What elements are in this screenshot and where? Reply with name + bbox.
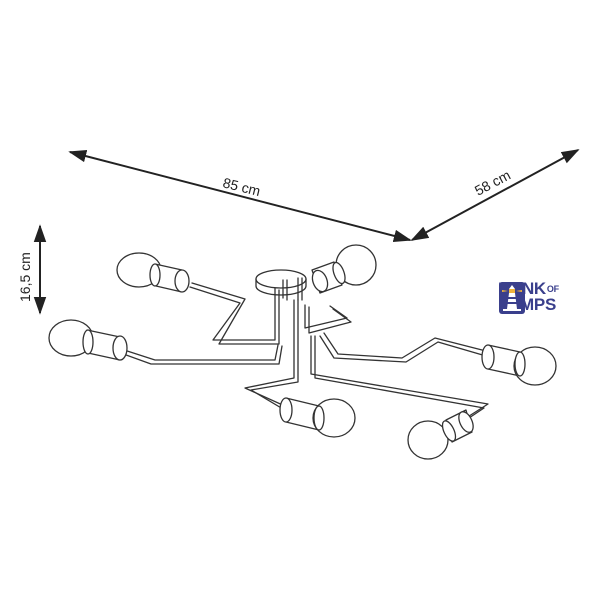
bulb-top-left [116, 252, 190, 293]
bulb-top-center [311, 244, 377, 294]
ceiling-canopy [255, 269, 307, 301]
bank-of-lamps-logo: BANKOF LAMPS [498, 280, 559, 314]
logo-of-text: OF [546, 284, 559, 294]
bulb-left [48, 319, 128, 361]
depth-dimension-line [410, 149, 580, 241]
depth-label: 58 cm [472, 167, 513, 199]
lamp-arms [117, 282, 489, 423]
width-dimension-line [68, 149, 412, 243]
bulb-right [481, 344, 557, 386]
lamp-drawing [48, 244, 557, 460]
lighthouse-icon [499, 282, 525, 314]
dimension-lines [33, 149, 580, 315]
bulb-bottom-center [279, 397, 356, 438]
height-label: 16,5 cm [17, 252, 33, 302]
bulb-bottom-right [407, 409, 474, 460]
